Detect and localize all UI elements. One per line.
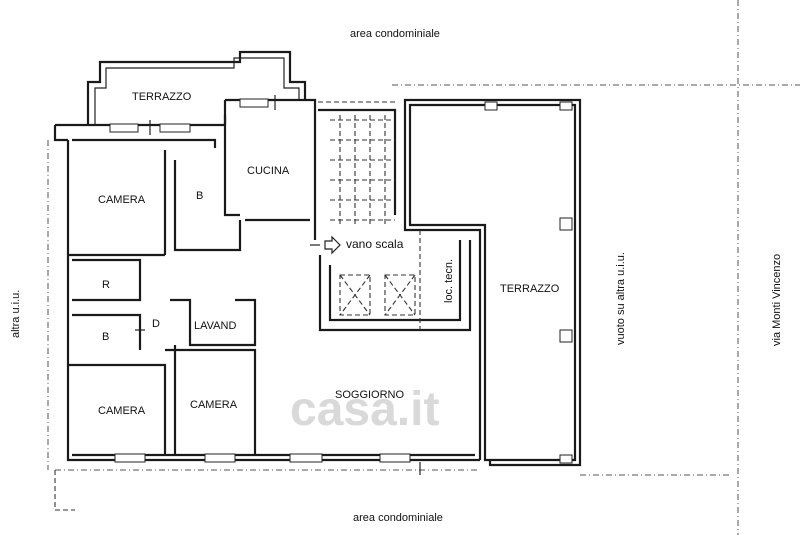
label-closet: R [102, 279, 110, 291]
boundary-lines [47, 0, 800, 535]
label-tech-room: loc. tecn. [443, 259, 455, 303]
windows [109, 98, 573, 464]
label-street: via Monti Vincenzo [771, 254, 783, 346]
door-marks [135, 95, 421, 475]
label-bedroom-bottom-mid: CAMERA [190, 399, 238, 411]
label-stair: vano scala [346, 237, 404, 251]
label-bedroom-top: CAMERA [98, 194, 146, 206]
label-living: SOGGIORNO [335, 389, 405, 401]
label-bath-bottom: B [102, 331, 109, 343]
stair-grid [318, 101, 421, 330]
label-bedroom-bottom-left: CAMERA [98, 405, 146, 417]
stair-arrow-icon [324, 235, 341, 255]
label-terrace-top: TERRAZZO [132, 91, 192, 103]
label-right-void: vuoto su altra u.i.u. [615, 252, 627, 345]
label-kitchen: CUCINA [247, 165, 290, 177]
label-top-area: area condominiale [350, 28, 440, 40]
terrace-top [86, 50, 307, 125]
external-stub [54, 470, 75, 511]
label-left-side: altra u.i.u. [10, 290, 22, 338]
watermark: casa.it [290, 383, 439, 436]
label-terrace-right: TERRAZZO [500, 283, 560, 295]
label-laundry: LAVAND [194, 320, 236, 332]
label-hall: D [152, 318, 160, 330]
label-bath-top: B [196, 190, 203, 202]
label-bottom-area: area condominiale [353, 512, 443, 524]
